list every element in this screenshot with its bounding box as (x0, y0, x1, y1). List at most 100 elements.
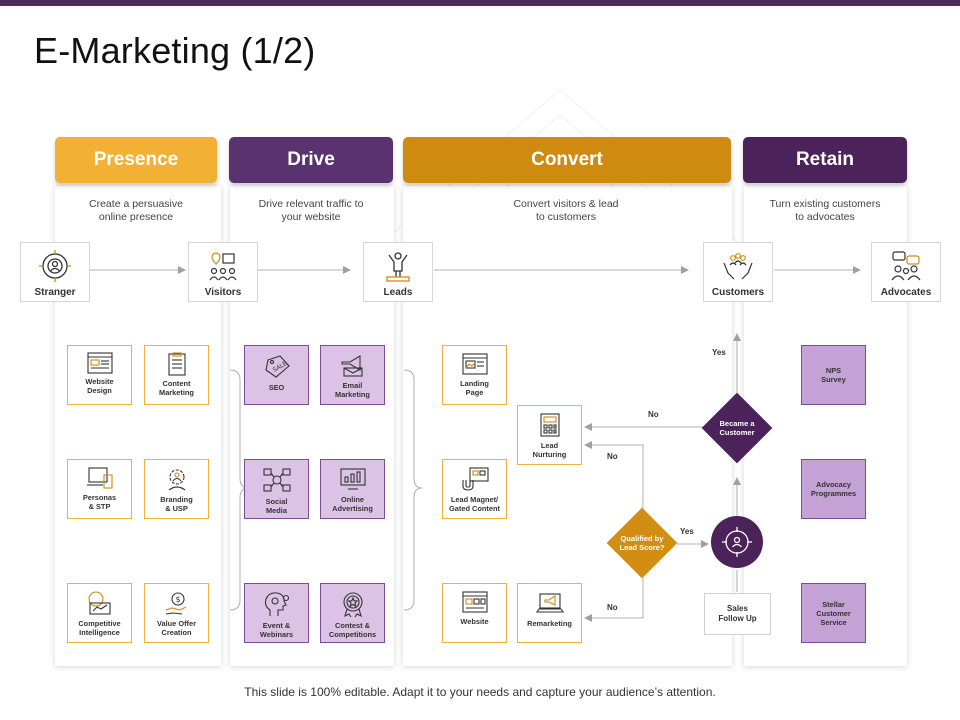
label-line: Website (85, 377, 114, 386)
stage-customers: Customers (703, 242, 773, 302)
label-line: Personas (82, 493, 117, 502)
label-line: Lead (540, 441, 559, 450)
box-seo: SALE SEO (244, 345, 309, 405)
label-line: & USP (165, 504, 188, 513)
calculator-icon (539, 413, 560, 437)
desc-line: Create a persuasive (89, 198, 183, 210)
chat-people-icon (891, 251, 921, 281)
hand-coin-icon: $ (165, 592, 186, 615)
stage-visitors: Visitors (188, 242, 258, 302)
label-line: Creation (161, 628, 192, 637)
label-line: Programmes (810, 489, 857, 498)
stage-label: Visitors (204, 287, 242, 298)
head-gears-icon (264, 592, 289, 616)
label-line: Marketing (159, 388, 194, 397)
label-line: Advocacy (816, 480, 851, 489)
label-line: Website (460, 617, 489, 626)
label-line: Branding (160, 495, 193, 504)
desc-line: your website (281, 211, 341, 223)
header-presence-label: Presence (93, 149, 179, 170)
label-line: Remarketing (527, 619, 572, 628)
label-line: Content (162, 379, 191, 388)
label-line: Marketing (335, 390, 370, 399)
header-convert: Convert (403, 137, 731, 183)
monitor-chart-icon (339, 468, 366, 490)
header-drive-label: Drive (287, 149, 335, 170)
box-label: Remarketing (525, 619, 574, 628)
label-line: Advertising (332, 504, 373, 513)
label-line: Lead Score? (619, 543, 665, 552)
stage-stranger: Stranger (20, 242, 90, 302)
label-line: SEO (268, 383, 285, 392)
header-retain: Retain (743, 137, 907, 183)
desc-retain: Turn existing customers to advocates (743, 198, 907, 224)
slide-title: E-Marketing (1/2) (34, 30, 316, 71)
label-line: NPS (825, 366, 842, 375)
flow-label-no-top: No (648, 410, 659, 419)
box-event-webinars: Event &Webinars (244, 583, 309, 643)
sale-tag-icon: SALE (264, 355, 290, 378)
landing-page-icon (461, 353, 488, 375)
social-network-icon (262, 468, 291, 492)
label-line: Intelligence (79, 628, 120, 637)
website-icon (461, 591, 488, 613)
flow-label-yes-top: Yes (712, 348, 726, 357)
label-line: Stellar (822, 599, 845, 609)
box-label: Event &Webinars (258, 621, 295, 639)
person-podium-icon (386, 252, 410, 282)
magnet-content-icon (461, 467, 489, 491)
flow-label-yes-mid: Yes (680, 527, 694, 536)
box-remarketing: Remarketing (517, 583, 582, 643)
stage-label: Customers (711, 287, 765, 298)
label-line: Social (265, 497, 288, 506)
header-drive: Drive (229, 137, 393, 183)
header-presence: Presence (55, 137, 217, 183)
box-personas-stp: Personas& STP (67, 459, 132, 519)
box-label: Branding& USP (158, 495, 194, 513)
box-label: Contest &Competitions (327, 621, 378, 639)
label-line: Online (341, 495, 364, 504)
label-line: Competitive (78, 619, 121, 628)
desc-drive: Drive relevant traffic to your website (229, 198, 393, 224)
label-line: Follow Up (718, 614, 757, 623)
megaphone-envelope-icon (340, 355, 363, 377)
label-line: Sales (727, 604, 748, 613)
label-line: Event & (262, 621, 291, 630)
desc-line: Convert visitors & lead (513, 198, 619, 210)
label-line: Email (342, 381, 363, 390)
label-line: Customer (719, 428, 755, 437)
label-line: Qualified by (620, 534, 664, 543)
stage-leads: Leads (363, 242, 433, 302)
clipboard-icon (167, 352, 186, 376)
label-line: Contest & (335, 621, 370, 630)
label-line: Service (820, 617, 847, 627)
label-line: Became a (719, 419, 755, 428)
box-label: Website (458, 617, 490, 626)
stage-label: Leads (383, 287, 413, 298)
desc-line: Drive relevant traffic to (258, 198, 364, 210)
label-line: Lead Magnet/ (450, 495, 499, 504)
